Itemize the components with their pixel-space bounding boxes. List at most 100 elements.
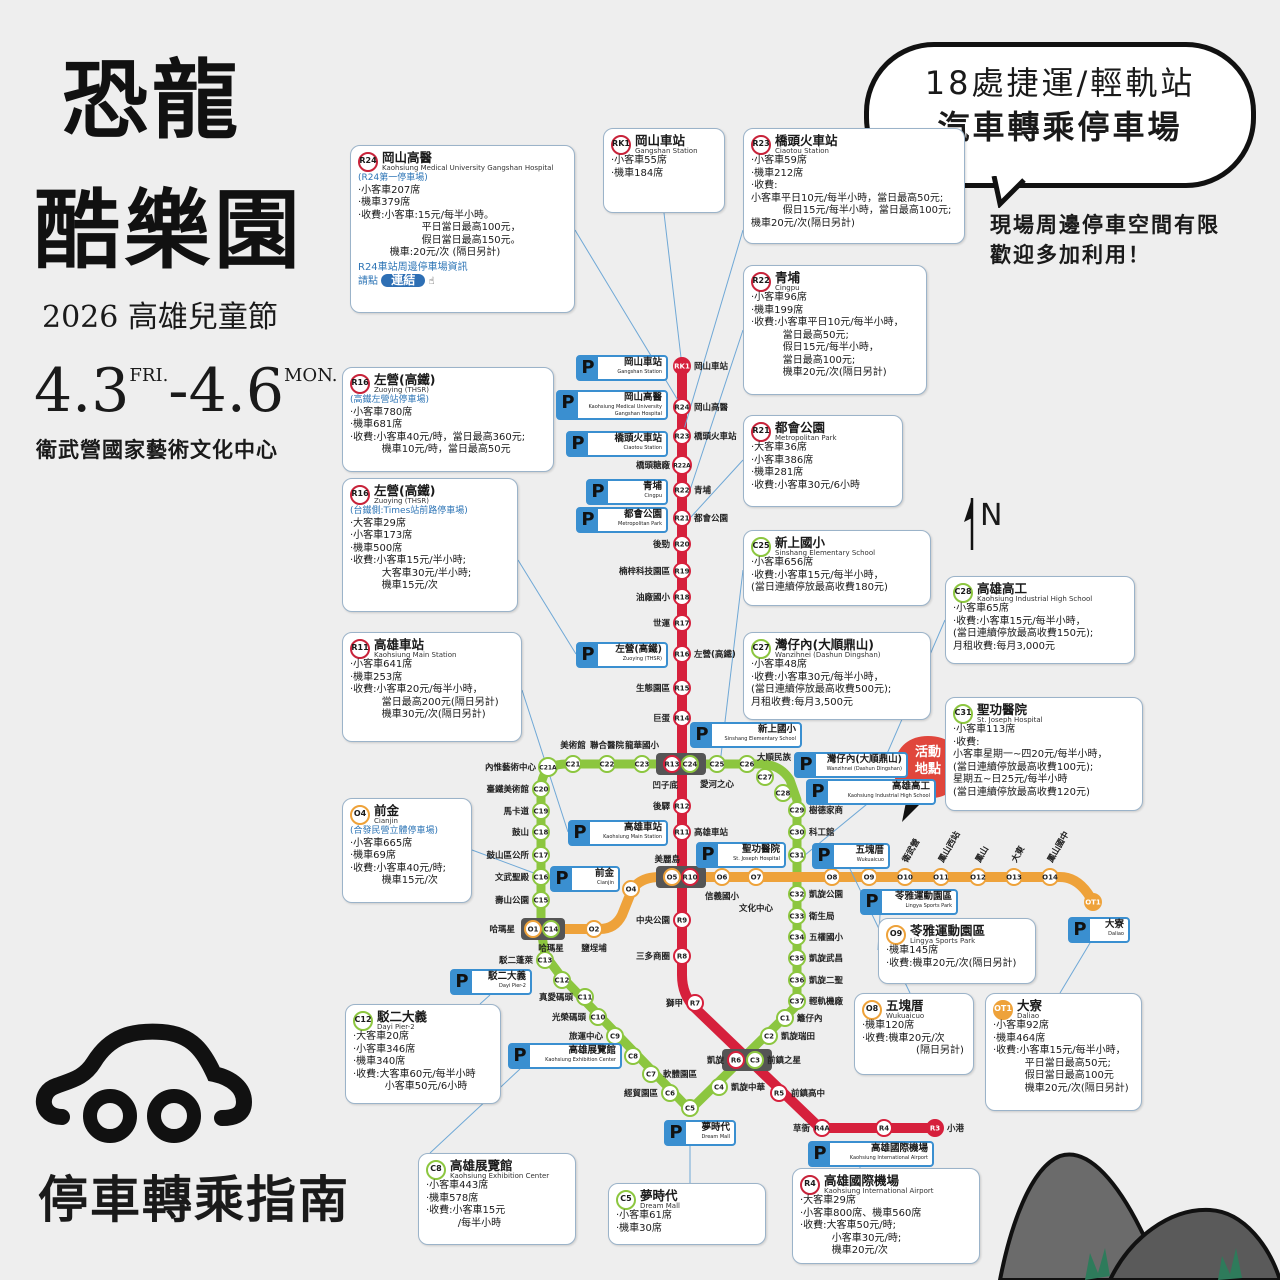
station-c8[interactable]: C8	[624, 1047, 642, 1065]
box-line: ·大客車29席	[800, 1195, 856, 1206]
box-line: (當日連續停放最高收費150元);	[953, 628, 1094, 639]
station-marker	[738, 755, 756, 773]
station-o5[interactable]: O5	[663, 868, 681, 886]
link-button[interactable]: 連結	[381, 274, 426, 287]
station-ot1[interactable]: OT1	[1084, 893, 1102, 911]
station-marker	[672, 455, 692, 475]
station-o9[interactable]: O9	[860, 868, 878, 886]
station-o4[interactable]: O4	[622, 880, 640, 898]
box-line: ·小客車346席	[353, 1043, 416, 1055]
station-c27[interactable]: C27	[756, 768, 774, 786]
station-c5[interactable]: C5	[681, 1099, 699, 1117]
venue-marker-label[interactable]: 活動 地點	[910, 744, 946, 778]
station-c12[interactable]: C12	[553, 971, 571, 989]
station-c31[interactable]: C31	[788, 846, 806, 864]
station-code: O5	[667, 874, 678, 882]
date-start: 4.3	[34, 356, 130, 426]
station-r4[interactable]: R4	[875, 1119, 893, 1137]
station-c28[interactable]: C28	[774, 784, 792, 802]
station-c25[interactable]: C25	[708, 755, 726, 773]
station-o8[interactable]: O8	[823, 868, 841, 886]
